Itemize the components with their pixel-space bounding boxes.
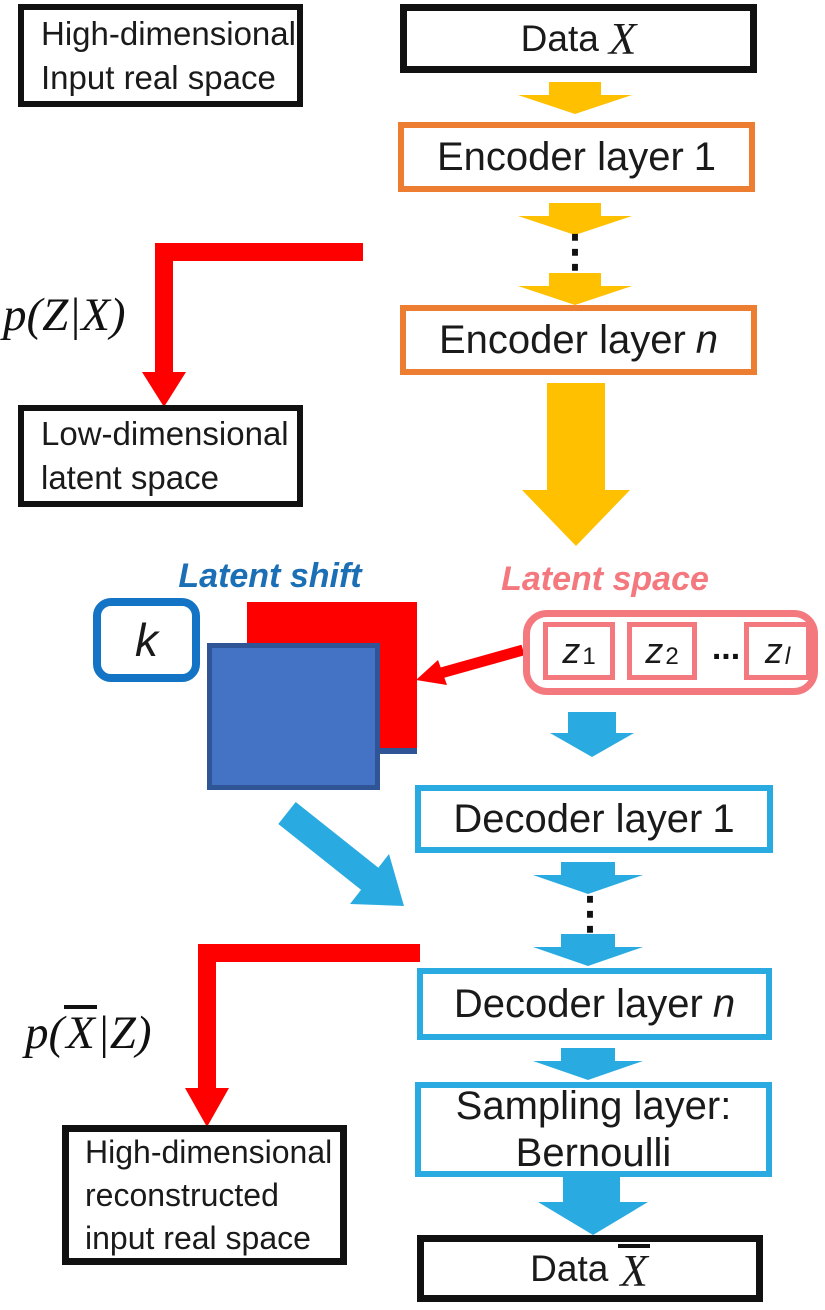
p-z-x-label: p(Z|X): [3, 289, 126, 341]
data-xbar-prefix: Data: [530, 1247, 609, 1289]
sampling-layer-box: Sampling layer: Bernoulli: [415, 1082, 772, 1177]
encoder-1-label: Encoder layer: [436, 134, 684, 179]
encoder-n-index: n: [695, 317, 719, 362]
x-bar-symbol: X: [64, 1005, 97, 1059]
data-xbar-symbol: X: [618, 1244, 650, 1297]
low-dim-line2: latent space: [41, 459, 219, 496]
arrow-down-icon: [533, 934, 643, 966]
p-xbar-z-pre: p(: [25, 1007, 65, 1059]
input-space-line2: Input real space: [41, 58, 276, 96]
latent-shift-blue-square: [207, 643, 380, 790]
input-space-line1: High-dimensional: [41, 14, 296, 52]
data-x-box: Data X: [400, 4, 757, 73]
arrow-down-icon: [518, 82, 632, 114]
arrow-head-icon: [142, 372, 186, 407]
latent-shift-label: Latent shift: [178, 557, 362, 595]
elbow-arrow-p-z-x: [155, 243, 363, 374]
reconstructed-space-box: High-dimensional reconstructed input rea…: [62, 1125, 347, 1265]
arrow-down-icon: [550, 712, 634, 757]
decoder-1-label: Decoder layer: [453, 796, 703, 841]
latent-space-label: Latent space: [501, 560, 709, 598]
decoder-layer-1-box: Decoder layer 1: [415, 785, 773, 853]
z1-subscript: 1: [582, 643, 596, 670]
encoder-layer-1-box: Encoder layer 1: [398, 122, 755, 192]
arrow-down-icon: [518, 203, 632, 235]
recon-line2: reconstructed: [85, 1176, 279, 1213]
data-x-prefix: Data: [520, 17, 599, 59]
arrow-down-icon: [533, 862, 643, 894]
arrow-head-icon: [185, 1088, 229, 1127]
vertical-ellipsis: ⋮: [553, 227, 597, 276]
arrow-head-icon: [416, 660, 447, 685]
arrow-down-icon: [533, 1048, 643, 1080]
elbow-arrow-p-xbar-z: [198, 944, 420, 1090]
p-xbar-z-label: p(X|Z): [25, 1005, 152, 1060]
low-dim-latent-box: Low-dimensional latent space: [18, 405, 303, 507]
big-arrow-down-icon: [538, 1176, 648, 1235]
input-space-box: High-dimensional Input real space: [18, 4, 303, 107]
latent-to-shift-arrow-shaft: [439, 644, 525, 679]
data-xbar-box: Data X: [417, 1235, 763, 1302]
z2-subscript: 2: [665, 643, 679, 670]
big-arrow-down-icon: [522, 383, 630, 546]
p-xbar-z-post: |Z): [96, 1007, 152, 1059]
recon-line1: High-dimensional: [85, 1133, 333, 1170]
data-x-symbol: X: [608, 13, 637, 64]
zl-symbol: z: [764, 630, 783, 671]
sampling-line1: Sampling layer:: [455, 1083, 732, 1128]
z2-symbol: z: [645, 630, 664, 671]
zl-subscript: l: [784, 643, 791, 670]
decoder-n-index: n: [712, 981, 736, 1026]
decoder-layer-n-box: Decoder layer n: [417, 968, 772, 1040]
encoder-1-index: 1: [693, 134, 717, 179]
encoder-layer-n-box: Encoder layer n: [400, 305, 757, 375]
low-dim-line1: Low-dimensional: [41, 415, 289, 452]
recon-line3: input real space: [85, 1219, 311, 1256]
diagonal-arrow-head-icon: [350, 854, 404, 906]
sampling-line2: Bernoulli: [515, 1130, 672, 1175]
arrow-down-icon: [518, 273, 632, 305]
diagonal-arrow-shaft: [278, 802, 379, 890]
encoder-n-label: Encoder layer: [438, 317, 686, 362]
decoder-n-label: Decoder layer: [453, 981, 703, 1026]
k-box: k: [93, 598, 200, 682]
horizontal-ellipsis: ...: [711, 629, 741, 667]
vertical-ellipsis: ⋮: [568, 889, 612, 938]
z1-symbol: z: [562, 630, 581, 671]
k-symbol: k: [135, 614, 158, 666]
decoder-1-index: 1: [712, 796, 735, 841]
